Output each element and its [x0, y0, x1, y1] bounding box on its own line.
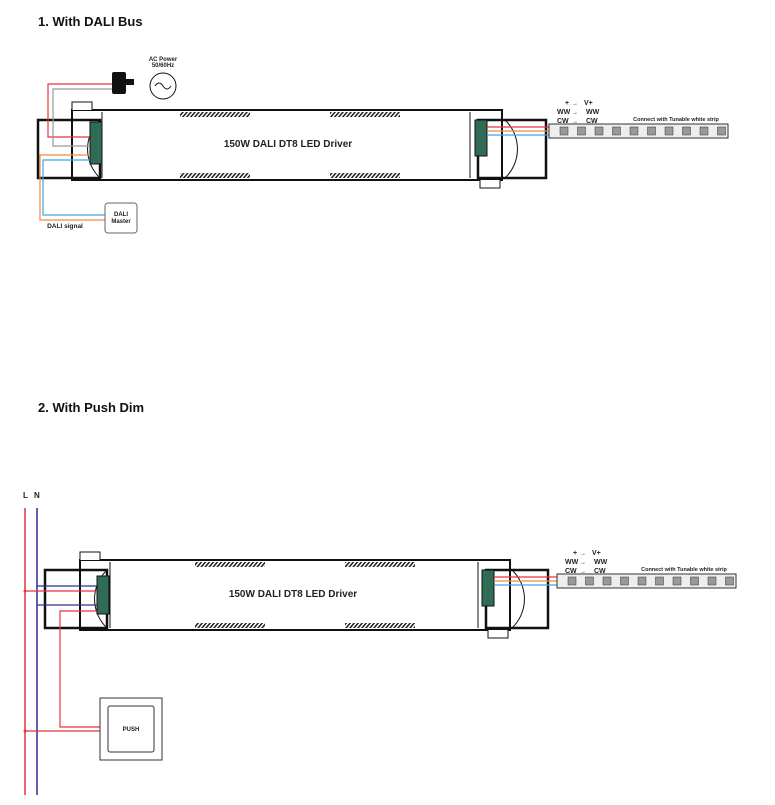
- led-chip: [717, 126, 726, 136]
- line-l-label: L: [23, 491, 28, 500]
- led-chip: [594, 126, 604, 136]
- driver-label-2: 150W DALI DT8 LED Driver: [229, 589, 357, 600]
- svg-text:Master: Master: [111, 219, 131, 225]
- svg-text:WW: WW: [565, 559, 579, 566]
- led-chip: [612, 126, 621, 136]
- led-chip: [637, 576, 647, 586]
- dali-master-box: [104, 202, 138, 234]
- driver-1: 150W DALI DT8 LED Driver: [36, 101, 548, 189]
- section2-title: 2. With Push Dim: [38, 400, 145, 415]
- led-chip: [664, 126, 674, 136]
- driver-2: 150W DALI DT8 LED Driver: [43, 551, 550, 639]
- line-n-label: N: [34, 491, 40, 500]
- svg-text:CW: CW: [594, 568, 606, 575]
- svg-text:DALI: DALI: [114, 212, 128, 218]
- svg-text:WW: WW: [557, 109, 571, 116]
- led-chip: [647, 126, 656, 136]
- led-chip: [707, 576, 717, 586]
- dali-signal-label: DALI signal: [47, 223, 83, 230]
- led-chip: [559, 126, 569, 136]
- led-chip: [672, 576, 682, 586]
- svg-text:→: →: [572, 101, 578, 107]
- svg-text:WW: WW: [586, 109, 600, 116]
- svg-text:+: +: [565, 100, 569, 107]
- svg-text:→: →: [572, 110, 578, 116]
- push-label: PUSH: [123, 727, 140, 733]
- led-chip: [567, 576, 577, 586]
- ac-freq-label: 50/60Hz: [152, 63, 174, 69]
- svg-text:CW: CW: [557, 118, 569, 125]
- led-chip: [699, 126, 709, 136]
- svg-text:V+: V+: [584, 100, 593, 107]
- input-terminal-block: [89, 121, 103, 165]
- led-chip: [620, 576, 629, 586]
- section1-title: 1. With DALI Bus: [38, 14, 143, 29]
- led-chip: [682, 126, 691, 136]
- svg-text:V+: V+: [592, 550, 601, 557]
- svg-text:→: →: [580, 569, 586, 575]
- strip-label: Connect with Tunable white strip: [633, 117, 719, 123]
- led-chip: [690, 576, 699, 586]
- svg-text:CW: CW: [586, 118, 598, 125]
- led-chip: [577, 126, 586, 136]
- svg-text:→: →: [572, 119, 578, 125]
- svg-text:+: +: [573, 550, 577, 557]
- led-chip: [725, 576, 734, 586]
- ac-power-label: AC Power: [149, 57, 178, 63]
- led-chip: [602, 576, 612, 586]
- led-chip: [585, 576, 594, 586]
- ac-plug-icon: [112, 72, 126, 94]
- wire-map-1: + V+ WW WW CW CW → → →: [557, 100, 600, 125]
- svg-text:→: →: [580, 551, 586, 557]
- svg-text:→: →: [580, 560, 586, 566]
- output-terminal-block: [474, 119, 488, 157]
- led-chip: [629, 126, 639, 136]
- ac-source-icon: [149, 72, 177, 100]
- strip-label-2: Connect with Tunable white strip: [641, 567, 727, 573]
- wire-map-2: + V+ WW WW CW CW → → →: [565, 550, 608, 575]
- led-chip: [655, 576, 664, 586]
- svg-text:CW: CW: [565, 568, 577, 575]
- driver-label: 150W DALI DT8 LED Driver: [224, 139, 352, 150]
- svg-text:WW: WW: [594, 559, 608, 566]
